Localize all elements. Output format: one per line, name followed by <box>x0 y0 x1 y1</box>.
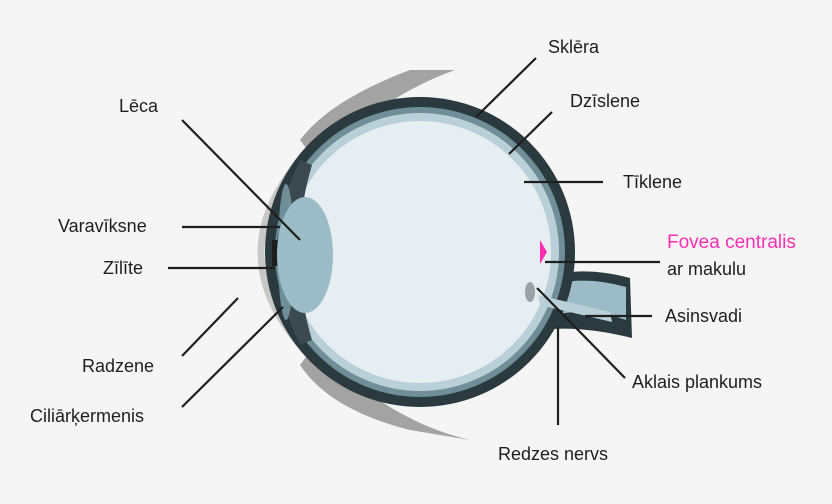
label-iris: Varavīksne <box>58 216 147 236</box>
fovea-mark <box>540 240 547 264</box>
blind-spot-mark <box>525 282 535 302</box>
label-retina: Tīklene <box>623 172 683 192</box>
leader-sclera <box>475 57 537 118</box>
label-choroid: Dzīslene <box>570 91 641 111</box>
leader-ciliary <box>181 306 284 408</box>
leader-lens <box>181 119 301 241</box>
label-vessels: Asinsvadi <box>665 306 743 326</box>
label-cornea: Radzene <box>82 356 155 376</box>
label-macula: ar makulu <box>667 259 747 279</box>
lens-shape <box>277 197 333 313</box>
label-ciliary: Ciliārķermenis <box>30 406 145 426</box>
label-lens: Lēca <box>119 96 159 116</box>
leader-choroid <box>508 111 553 155</box>
label-pupil: Zīlīte <box>103 258 144 278</box>
leader-blind-spot <box>536 287 626 379</box>
vitreous-body <box>289 121 551 383</box>
label-optic-nerve: Redzes nervs <box>498 444 609 464</box>
label-sclera: Sklēra <box>548 37 600 57</box>
label-blind-spot: Aklais plankums <box>632 372 763 392</box>
leader-cornea <box>181 297 239 357</box>
label-fovea: Fovea centralis <box>667 232 796 253</box>
